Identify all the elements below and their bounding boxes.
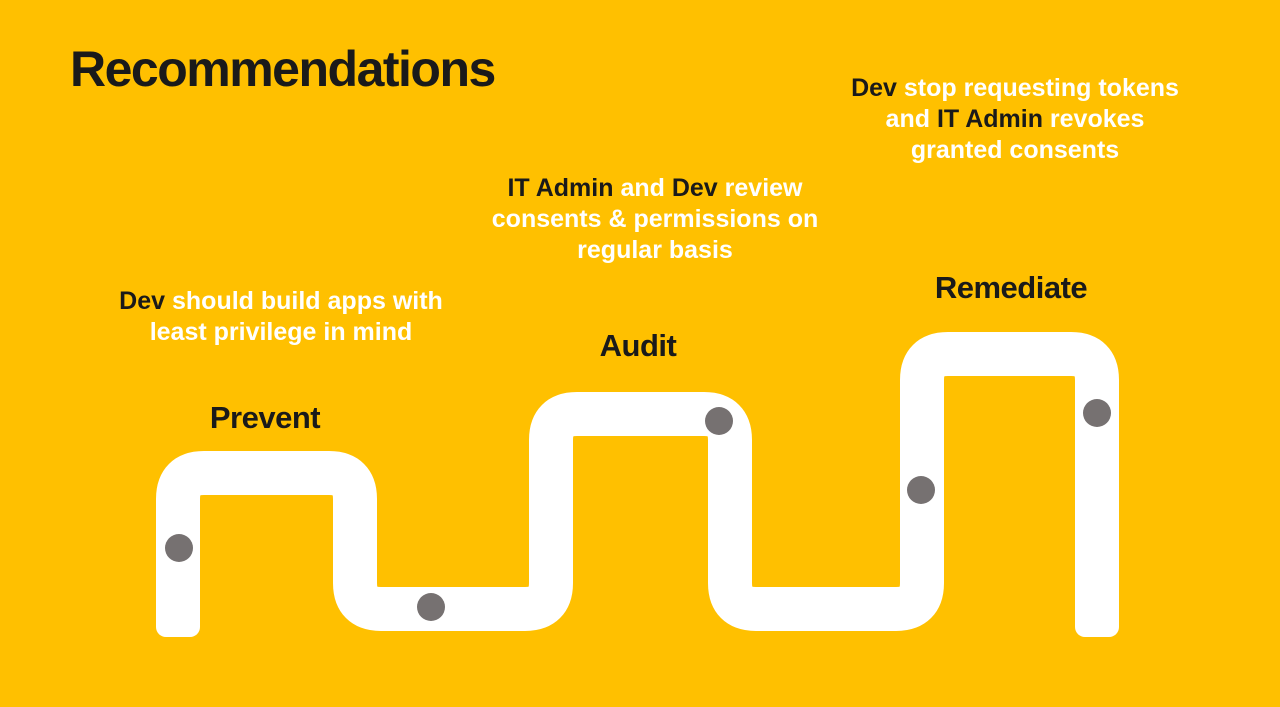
role-name-text: IT Admin bbox=[507, 174, 614, 202]
stage-label-remediate: Remediate bbox=[934, 270, 1088, 305]
milestone-dot-5 bbox=[1083, 399, 1111, 427]
role-name-text: Dev bbox=[851, 74, 897, 102]
note-text: granted consents bbox=[910, 136, 1120, 164]
note-text: consents & permissions on bbox=[491, 205, 819, 233]
note-text: review bbox=[717, 174, 803, 202]
milestone-dot-4 bbox=[907, 476, 935, 504]
note-line: Dev stop requesting tokens bbox=[835, 73, 1195, 104]
note-text: and bbox=[885, 105, 937, 133]
road-path bbox=[156, 332, 1119, 631]
note-text: revokes bbox=[1042, 105, 1145, 133]
note-text: regular basis bbox=[577, 236, 733, 264]
note-line: granted consents bbox=[835, 135, 1195, 166]
note-line: least privilege in mind bbox=[100, 317, 462, 348]
note-line: consents & permissions on bbox=[485, 204, 825, 235]
note-line: IT Admin and Dev review bbox=[485, 173, 825, 204]
role-name-text: Dev bbox=[119, 287, 166, 315]
milestone-dot-1 bbox=[165, 534, 193, 562]
stage-label-audit: Audit bbox=[599, 328, 677, 363]
role-name-text: IT Admin bbox=[936, 105, 1043, 133]
note-text: and bbox=[613, 174, 672, 202]
page-title: Recommendations bbox=[70, 41, 496, 97]
road-end-cap-right bbox=[1075, 598, 1119, 637]
road-end-cap-left bbox=[156, 598, 200, 637]
milestone-dot-2 bbox=[417, 593, 445, 621]
note-line: regular basis bbox=[485, 235, 825, 266]
note-text: least privilege in mind bbox=[149, 318, 413, 346]
role-name-text: Dev bbox=[671, 174, 718, 202]
note-line: Dev should build apps with bbox=[100, 286, 462, 317]
milestone-dot-3 bbox=[705, 407, 733, 435]
stage-label-prevent: Prevent bbox=[209, 400, 321, 435]
note-text: should build apps with bbox=[165, 287, 443, 315]
note-line: and IT Admin revokes bbox=[835, 104, 1195, 135]
note-text: stop requesting tokens bbox=[896, 74, 1179, 102]
